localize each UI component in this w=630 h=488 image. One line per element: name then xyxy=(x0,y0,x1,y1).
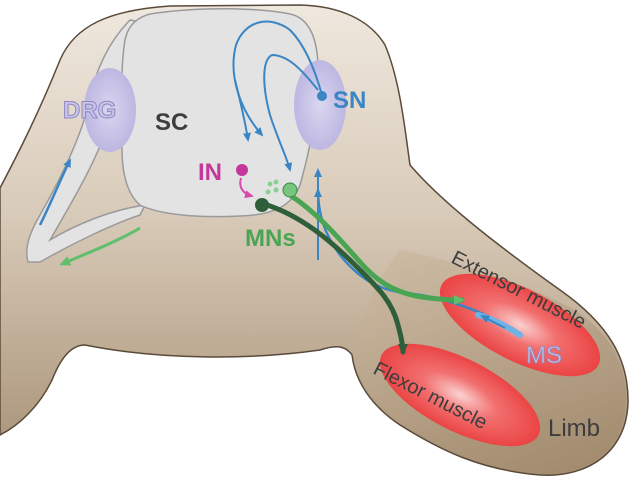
sn-ganglion xyxy=(294,60,346,150)
sensory-pathway-mid xyxy=(263,53,319,172)
drg-ganglion xyxy=(84,68,136,152)
motor-neuron-extensor-soma xyxy=(282,182,298,198)
motor-axon-flexor xyxy=(261,201,408,355)
ms-arrow xyxy=(480,315,506,329)
synapse-dot xyxy=(273,179,279,185)
limb-label: Limb xyxy=(548,415,600,442)
synapse-dot xyxy=(273,187,279,193)
sc-label: SC xyxy=(155,109,188,136)
flexor-muscle xyxy=(379,343,541,447)
interneuron-axon xyxy=(239,177,254,199)
sensory-arrow-left xyxy=(38,158,72,226)
mns-label: MNs xyxy=(245,225,296,252)
motor-arrow-left xyxy=(59,226,141,266)
synapse-dot xyxy=(265,189,271,195)
ms-label: MS xyxy=(526,342,562,369)
interneuron-soma xyxy=(236,164,248,176)
sn-label: SN xyxy=(333,87,366,114)
extensor-muscle xyxy=(439,273,601,377)
sensory-arrow-to-in xyxy=(234,79,251,142)
sensory-neuron-soma xyxy=(317,91,327,101)
motor-neuron-flexor-soma xyxy=(255,198,269,212)
in-label: IN xyxy=(198,159,222,186)
synapse-dot xyxy=(267,181,273,187)
motor-axon-extensor xyxy=(287,192,465,305)
drg-label: DRG xyxy=(63,97,116,124)
